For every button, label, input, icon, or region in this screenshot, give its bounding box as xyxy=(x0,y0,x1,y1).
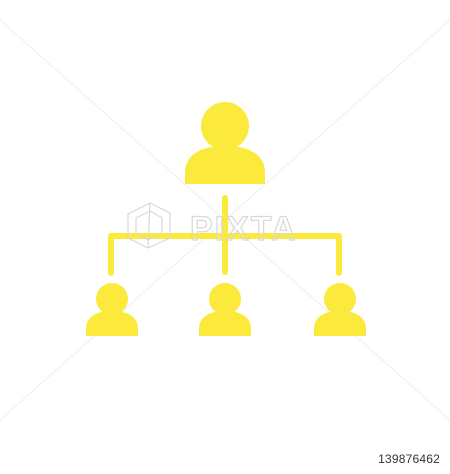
person-bottom-middle xyxy=(199,283,251,336)
watermark-logo-icon xyxy=(127,202,171,249)
watermark-brand: PIXTA xyxy=(190,210,298,248)
person-top xyxy=(185,102,265,184)
person-bottom-left xyxy=(86,283,138,336)
person-bottom-right xyxy=(314,283,366,336)
stock-id-label: 139876462 xyxy=(378,452,440,466)
connector-lines xyxy=(108,195,342,276)
